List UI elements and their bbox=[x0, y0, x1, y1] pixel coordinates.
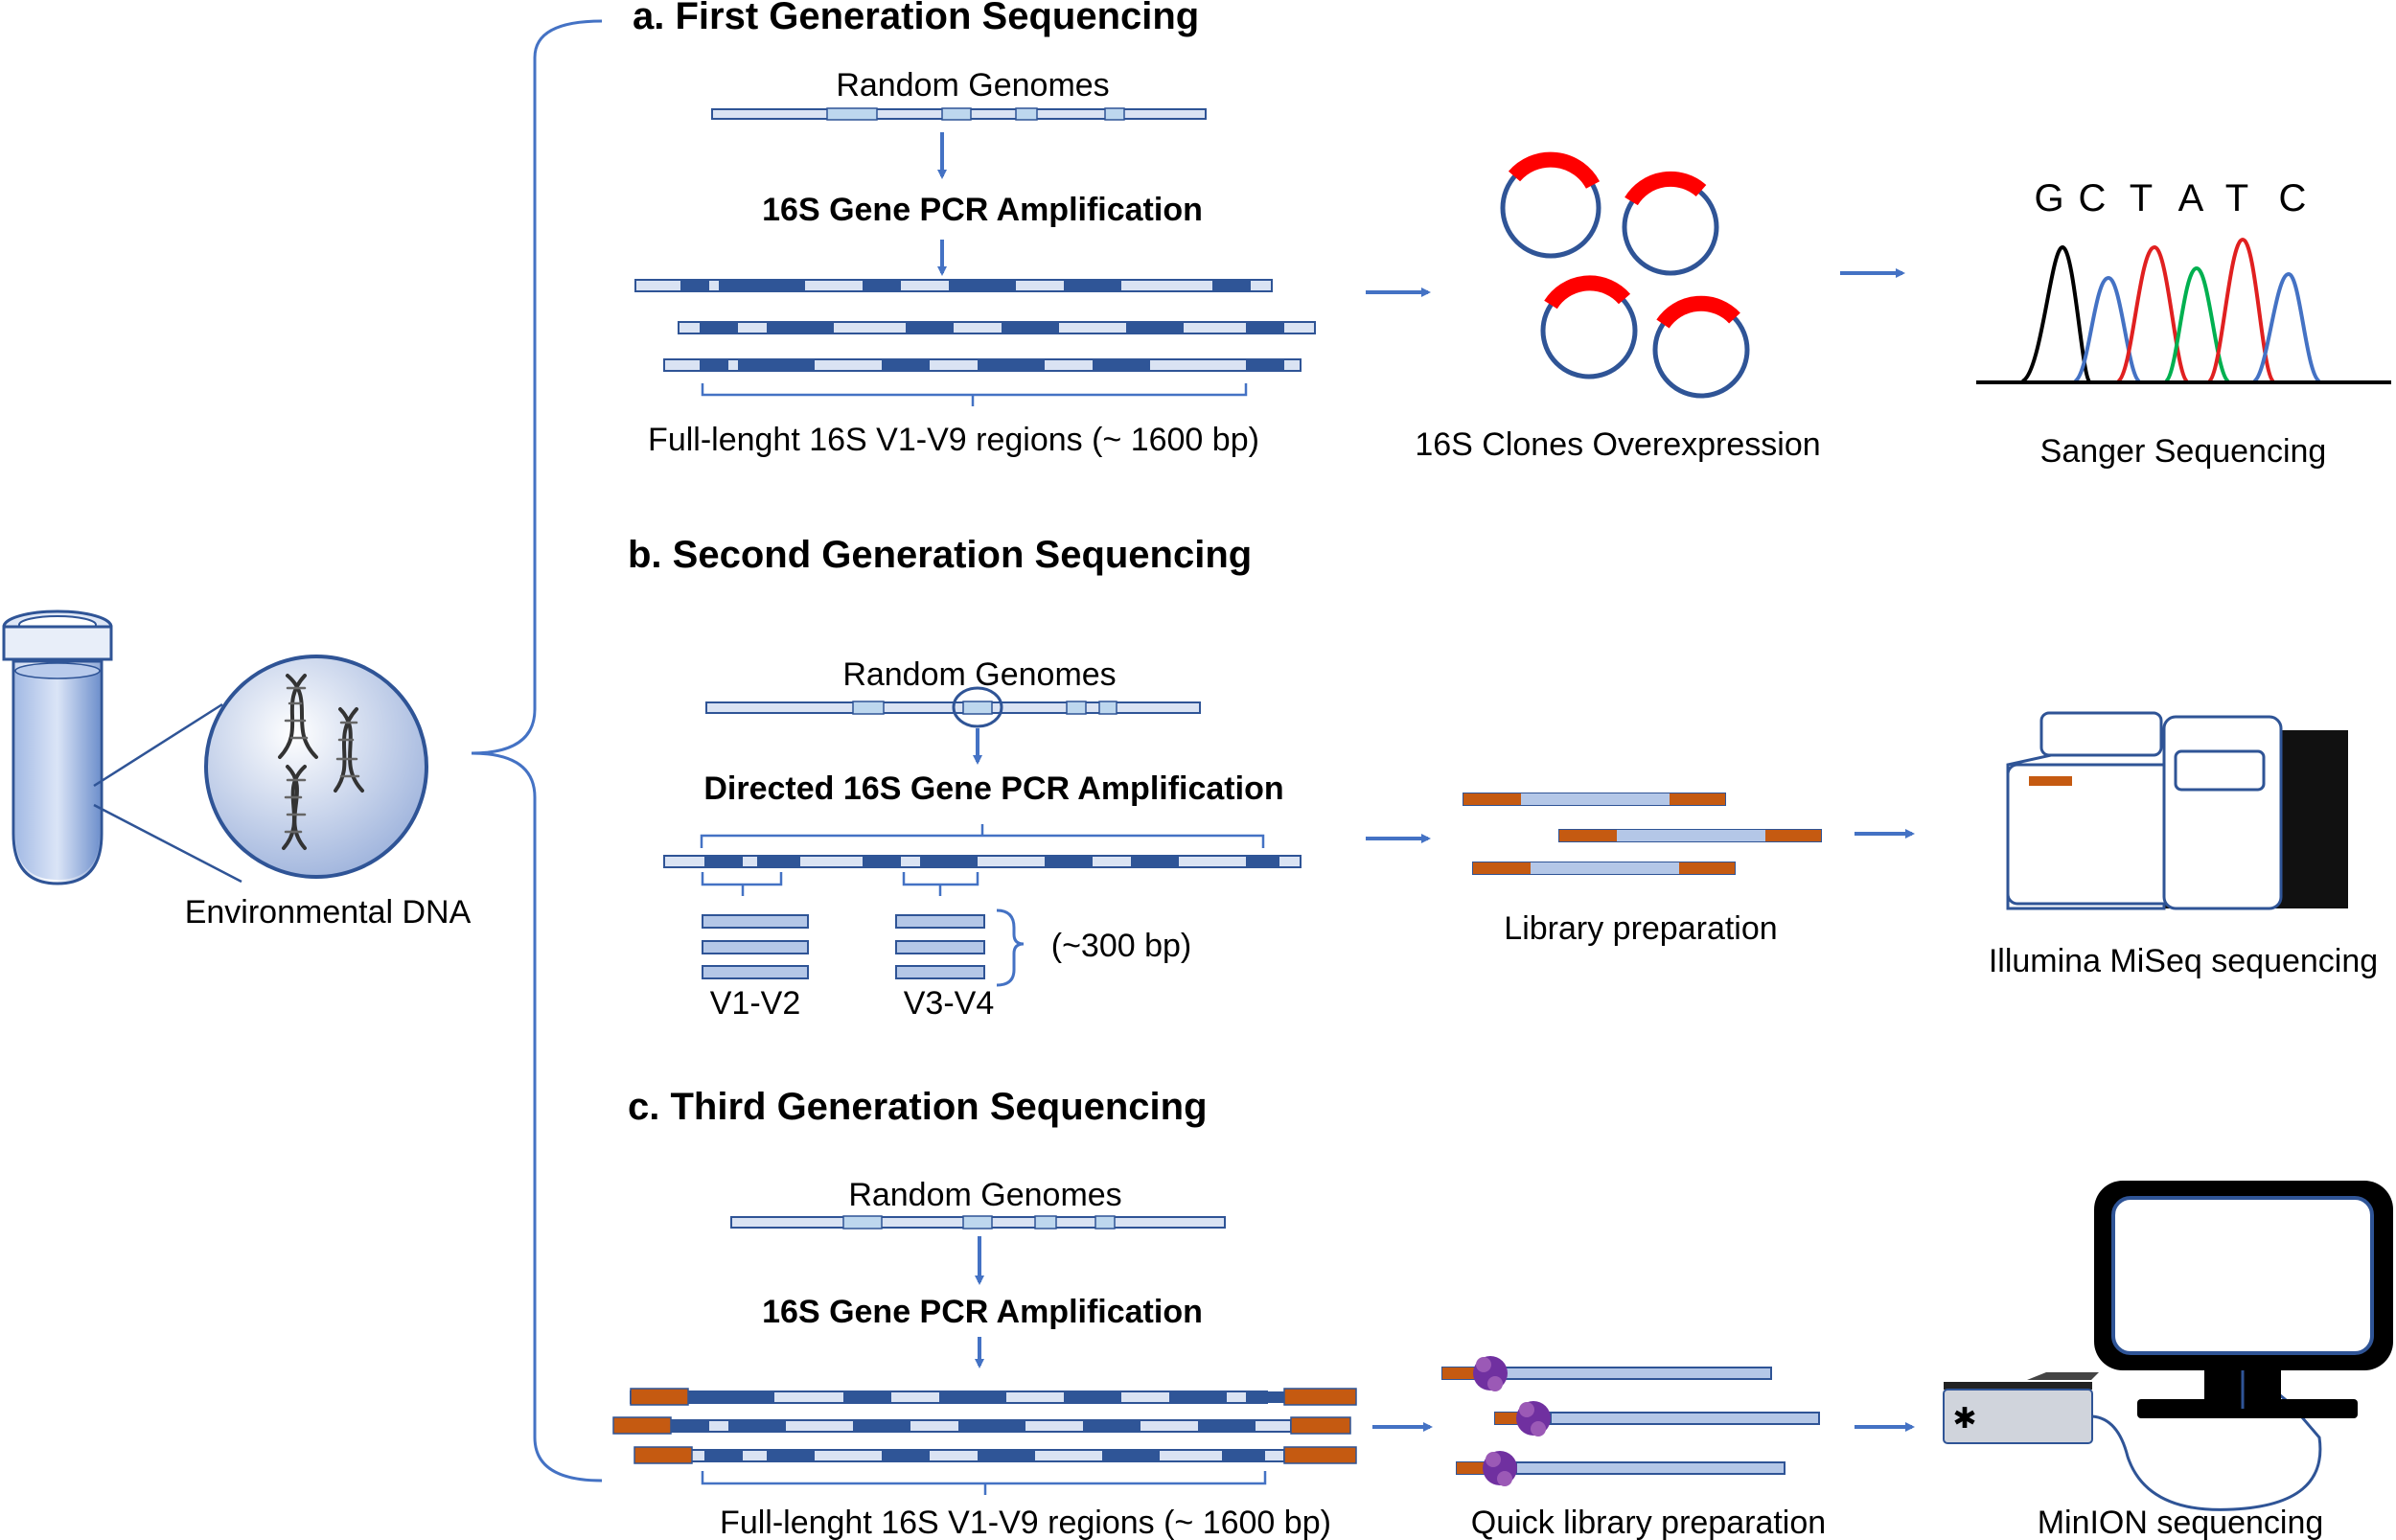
section-a-amplicons bbox=[634, 279, 1316, 372]
section-b-sequencer-label: Illumina MiSeq sequencing bbox=[1989, 943, 2378, 979]
section-a-sanger-label: Sanger Sequencing bbox=[2040, 433, 2327, 470]
section-c-genomes-label: Random Genomes bbox=[848, 1177, 1121, 1213]
sanger-base-letter: G bbox=[2034, 177, 2063, 219]
section-a-genomes-label: Random Genomes bbox=[836, 67, 1109, 103]
section-b-title: b. Second Generation Sequencing bbox=[628, 534, 1252, 576]
section-third-generation: c. Third Generation Sequencing Random Ge… bbox=[612, 1086, 2393, 1540]
region-v1v2-label: V1-V2 bbox=[710, 985, 801, 1022]
section-first-generation: a. First Generation Sequencing Random Ge… bbox=[633, 0, 2391, 470]
amplicon-size-label: (~300 bp) bbox=[1051, 928, 1192, 964]
computer-monitor-icon bbox=[2094, 1181, 2393, 1418]
sanger-base-letter: C bbox=[2079, 177, 2107, 219]
plasmid-clone-icon bbox=[1500, 151, 1750, 399]
section-b-library-label: Library preparation bbox=[1504, 910, 1777, 947]
quick-library-fragments bbox=[1441, 1356, 1820, 1486]
dna-helix-icon bbox=[278, 674, 364, 850]
section-a-genome-strand bbox=[711, 107, 1207, 121]
section-c-library-label: Quick library preparation bbox=[1471, 1505, 1826, 1540]
section-c-title: c. Third Generation Sequencing bbox=[628, 1086, 1208, 1128]
region-v3v4-label: V3-V4 bbox=[904, 985, 995, 1022]
short-amplicons bbox=[702, 914, 985, 979]
library-fragments bbox=[1463, 793, 1822, 875]
illumina-sequencer-icon bbox=[2006, 711, 2348, 910]
section-c-amplicons bbox=[612, 1388, 1357, 1464]
microcentrifuge-tube-icon bbox=[2, 609, 113, 885]
sanger-base-letter: T bbox=[2225, 177, 2248, 219]
section-b-genome-strand bbox=[705, 686, 1201, 728]
region-bracket bbox=[902, 872, 979, 896]
sanger-base-letter: T bbox=[2130, 177, 2153, 219]
section-c-sequencer-label: MinION sequencing bbox=[2038, 1505, 2324, 1540]
section-c-genome-strand bbox=[730, 1215, 1226, 1230]
section-a-clones-label: 16S Clones Overexpression bbox=[1415, 426, 1820, 463]
svg-text:✱: ✱ bbox=[1952, 1403, 1976, 1435]
section-a-title: a. First Generation Sequencing bbox=[633, 0, 1199, 37]
section-second-generation: b. Second Generation Sequencing Random G… bbox=[628, 534, 2378, 1022]
source-label: Environmental DNA bbox=[185, 894, 472, 931]
section-c-region-label: Full-lenght 16S V1-V9 regions (~ 1600 bp… bbox=[720, 1505, 1331, 1540]
usb-cable bbox=[2091, 1370, 2322, 1511]
target-region-circle bbox=[952, 686, 1003, 728]
sample-source: Environmental DNA bbox=[2, 609, 472, 931]
sanger-base-letter: A bbox=[2178, 177, 2204, 219]
magnifier-lens bbox=[204, 655, 428, 879]
region-bracket bbox=[701, 383, 1248, 406]
section-a-pcr-label: 16S Gene PCR Amplification bbox=[762, 192, 1203, 228]
region-bracket bbox=[700, 824, 1265, 848]
region-bracket bbox=[701, 872, 783, 896]
size-brace bbox=[996, 908, 1025, 987]
minion-device-icon: ✱ bbox=[1943, 1372, 2099, 1444]
region-bracket bbox=[701, 1471, 1267, 1495]
section-a-region-label: Full-lenght 16S V1-V9 regions (~ 1600 bp… bbox=[648, 422, 1259, 458]
section-b-pcr-label: Directed 16S Gene PCR Amplification bbox=[703, 770, 1283, 807]
sanger-base-letter: C bbox=[2279, 177, 2307, 219]
section-c-pcr-label: 16S Gene PCR Amplification bbox=[762, 1294, 1203, 1330]
section-brace bbox=[471, 19, 603, 1483]
section-b-amplicon bbox=[663, 855, 1302, 868]
